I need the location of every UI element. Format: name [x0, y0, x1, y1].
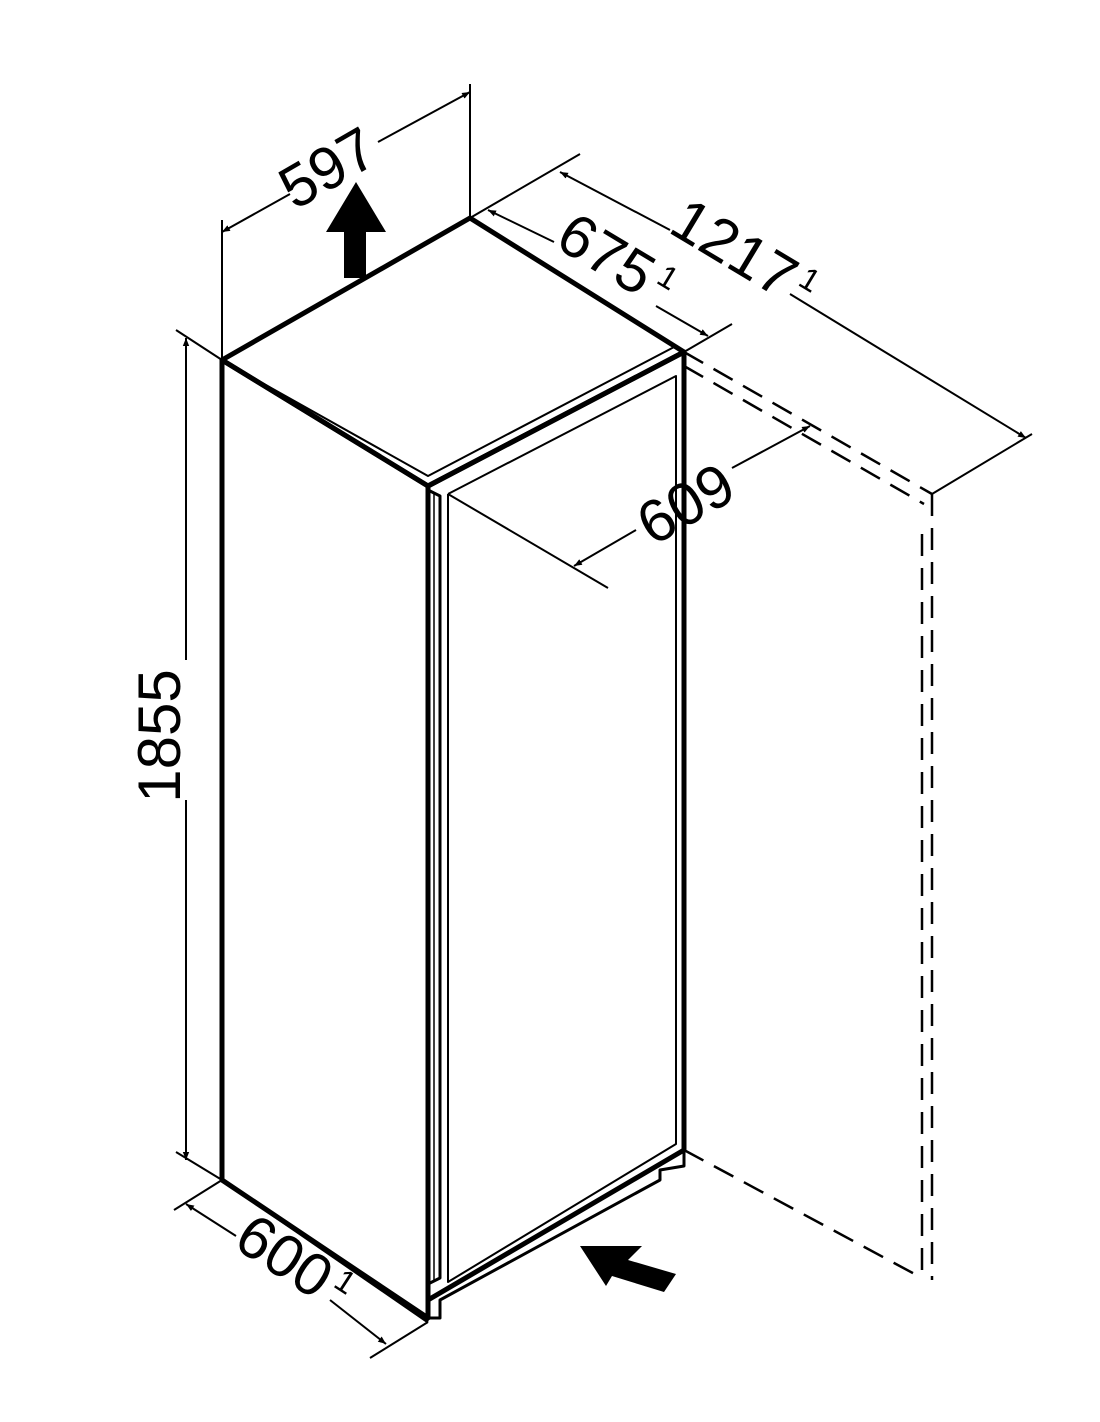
arrow-up-icon — [326, 182, 386, 278]
dim-open-depth-1217: 1217 1 — [559, 171, 1033, 495]
dim-height-1855: 1855 — [126, 329, 223, 1181]
door-inner-panel — [447, 375, 677, 1283]
dim-open-depth-label: 1217 — [660, 185, 809, 311]
cabinet-top-inner-edge — [231, 345, 677, 477]
cabinet-side-face — [219, 357, 431, 1321]
plinth-base-line — [221, 1178, 429, 1324]
arrow-diagonal-icon — [580, 1246, 676, 1292]
plinth — [428, 1150, 686, 1320]
dim-depth-600: 600 1 — [173, 1179, 429, 1359]
dim-height-label: 1855 — [126, 669, 193, 802]
door-handle — [427, 488, 442, 1286]
dim-body-depth-label: 609 — [626, 450, 746, 558]
cabinet — [219, 215, 687, 1324]
door-open-outline — [683, 350, 934, 1280]
dim-door-depth-label: 675 — [546, 200, 666, 309]
dim-body-depth-609: 609 — [447, 425, 811, 589]
dim-depth-label: 600 — [224, 1201, 344, 1312]
